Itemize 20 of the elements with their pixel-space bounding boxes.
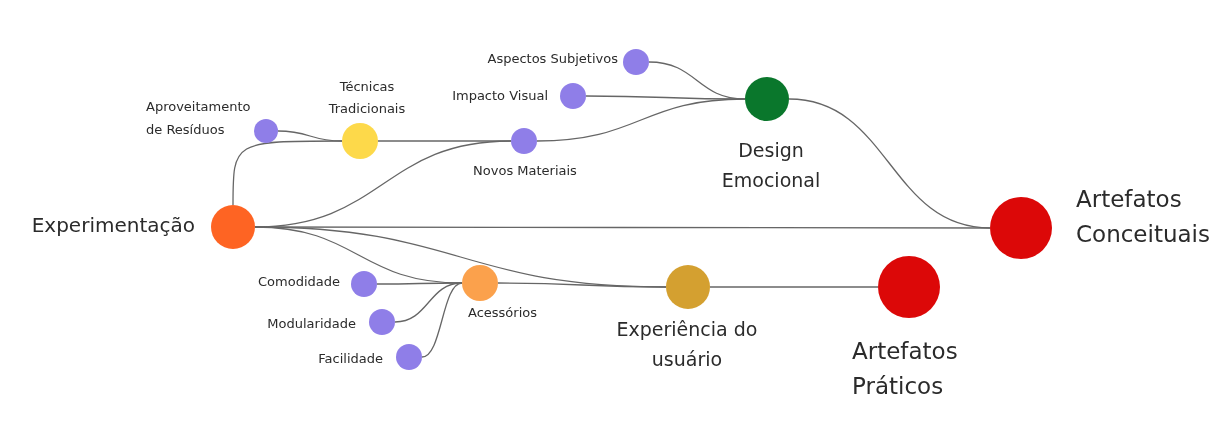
node-label: Acessórios [467,305,538,322]
node-label: Experimentação [30,212,195,238]
connector-line [709,286,879,288]
node-label: Artefatos Conceituais [1076,185,1211,249]
connector-line [277,130,343,142]
connector-line [421,282,463,358]
node-label: Impacto Visual [451,88,548,105]
node-label: Design Emocional [720,138,822,194]
node-label: Comodidade [257,274,340,291]
node-label: Aproveitamento de Resíduos [146,98,252,139]
node-label: Novos Materiais [472,163,578,180]
node-label: Aspectos Subjetivos [486,51,618,68]
node-label: Artefatos Práticos [852,337,959,401]
node-label: Facilidade [317,351,383,368]
node-label: Modularidade [266,316,356,333]
node-label: Experiência do usuário [615,317,759,373]
node-label: Técnicas Tradicionais [327,78,407,119]
connector-line [376,282,463,285]
connector-line [497,282,667,288]
connector-line [648,61,746,100]
